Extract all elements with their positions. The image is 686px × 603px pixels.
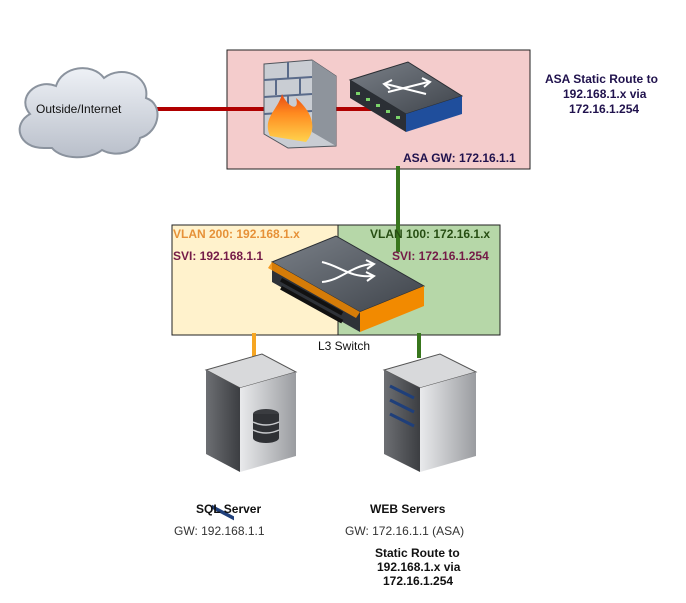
cloud-label: Outside/Internet [36, 102, 122, 116]
asa-route-note-line-2: 192.168.1.x via [563, 87, 647, 101]
sql-server-gw: GW: 192.168.1.1 [174, 524, 265, 538]
database-server-icon [204, 353, 298, 521]
vlan100-title: VLAN 100: 172.16.1.x [370, 227, 491, 241]
web-route-note-line-2: 192.168.1.x via [377, 560, 461, 574]
web-servers-gw: GW: 172.16.1.1 (ASA) [345, 524, 465, 538]
vlan200-svi: SVI: 192.168.1.1 [173, 249, 264, 263]
web-servers-name: WEB Servers [370, 502, 446, 516]
web-route-note-line-1: Static Route to [375, 546, 460, 560]
vlan200-title: VLAN 200: 192.168.1.x [173, 227, 300, 241]
asa-route-note-line-3: 172.16.1.254 [569, 102, 640, 116]
web-route-note-line-3: 172.16.1.254 [383, 574, 454, 588]
vlan100-svi: SVI: 172.16.1.254 [392, 249, 489, 263]
l3-switch-label: L3 Switch [318, 339, 371, 353]
l3-switch-icon [268, 235, 426, 332]
cloud-icon [18, 67, 159, 159]
sql-server-name: SQL Server [196, 502, 262, 516]
server-icon [382, 353, 478, 472]
router-icon [348, 61, 464, 132]
firewall-icon [263, 59, 337, 149]
asa-route-note-line-1: ASA Static Route to [545, 72, 658, 86]
asa-gw-label: ASA GW: 172.16.1.1 [403, 151, 516, 165]
